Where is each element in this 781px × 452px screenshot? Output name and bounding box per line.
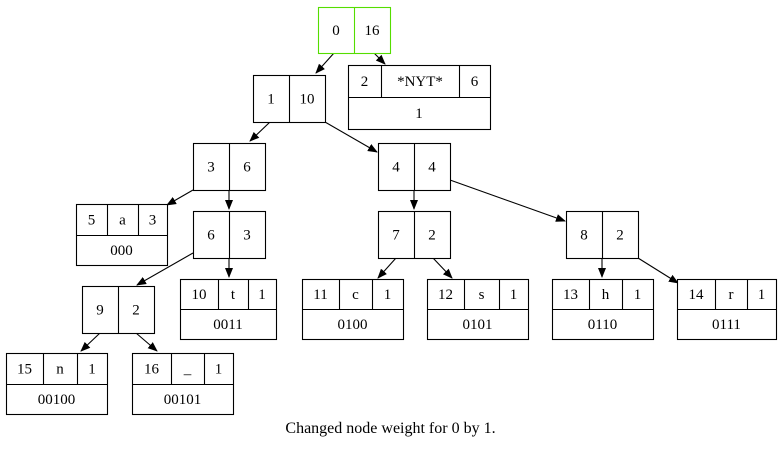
edge-n1-to-n4 xyxy=(324,121,378,153)
leaf-number: 16 xyxy=(144,362,160,378)
leaf-number: 14 xyxy=(689,287,705,303)
node-weight: 4 xyxy=(428,160,436,176)
leaf-number: 15 xyxy=(17,362,32,378)
leaf-weight: 1 xyxy=(634,287,642,303)
leaf-code: 0100 xyxy=(338,317,368,333)
node-number: 0 xyxy=(332,23,340,39)
leaf-node-15: 15 n 1 00100 xyxy=(5,352,109,416)
leaf-node-5: 5 a 3 000 xyxy=(75,203,169,267)
leaf-node-12: 12 s 1 0101 xyxy=(426,278,530,341)
edge-n1-to-n3 xyxy=(249,121,271,142)
leaf-code: 0110 xyxy=(588,317,617,333)
node-number: 1 xyxy=(267,92,275,108)
leaf-symbol: h xyxy=(602,287,610,303)
node-weight: 2 xyxy=(616,228,624,244)
leaf-code: 000 xyxy=(110,243,133,259)
leaf-number: 5 xyxy=(88,213,96,229)
edge-n0-to-n1 xyxy=(315,52,335,74)
leaf-node-10: 10 t 1 0011 xyxy=(179,278,278,341)
node-weight: 10 xyxy=(300,92,315,108)
edge-n8-to-r xyxy=(637,257,679,284)
leaf-number: 11 xyxy=(313,287,327,303)
leaf-weight: 1 xyxy=(510,287,518,303)
leaf-weight: 1 xyxy=(88,362,96,378)
leaf-weight: 1 xyxy=(758,287,766,303)
node-weight: 2 xyxy=(132,303,140,319)
node-number: 8 xyxy=(580,228,588,244)
leaf-node-14: 14 r 1 0111 xyxy=(676,278,778,341)
node-number: 4 xyxy=(392,160,400,176)
leaf-weight: 1 xyxy=(258,287,266,303)
edge-n3-to-a xyxy=(166,189,194,206)
leaf-symbol: c xyxy=(352,287,359,303)
leaf-symbol: n xyxy=(56,362,64,378)
edge-n6-to-n9 xyxy=(136,252,194,286)
internal-node-1: 1 10 xyxy=(252,74,327,124)
leaf-number: 13 xyxy=(563,287,578,303)
leaf-symbol: t xyxy=(231,287,236,303)
leaf-weight: 3 xyxy=(149,213,157,229)
leaf-node-2: 2 *NYT* 6 1 xyxy=(347,64,492,131)
leaf-number: 2 xyxy=(361,74,369,90)
node-number: 6 xyxy=(207,228,215,244)
leaf-node-11: 11 c 1 0100 xyxy=(301,278,405,341)
edge-n7-to-c xyxy=(377,257,397,279)
leaf-symbol: *NYT* xyxy=(397,74,443,90)
node-weight: 16 xyxy=(365,23,381,39)
node-weight: 6 xyxy=(243,160,251,176)
leaf-symbol: s xyxy=(479,287,485,303)
edge-n9-to-u xyxy=(135,332,158,352)
node-weight: 3 xyxy=(243,228,251,244)
internal-node-0: 0 16 xyxy=(317,6,392,55)
node-number: 9 xyxy=(96,303,104,319)
leaf-node-13: 13 h 1 0110 xyxy=(551,278,655,341)
leaf-weight: 1 xyxy=(215,362,223,378)
edge-n0-to-nyt xyxy=(373,52,386,65)
leaf-code: 00101 xyxy=(164,392,202,408)
edge-n4-to-n8 xyxy=(449,179,566,222)
leaf-code: 0101 xyxy=(463,317,493,333)
leaf-symbol: a xyxy=(119,213,126,229)
leaf-node-16: 16 _ 1 00101 xyxy=(131,352,235,416)
node-number: 7 xyxy=(392,228,400,244)
leaf-code: 0111 xyxy=(712,317,741,333)
node-weight: 2 xyxy=(428,228,436,244)
node-number: 3 xyxy=(207,160,215,176)
leaf-symbol: _ xyxy=(183,362,192,378)
leaf-weight: 6 xyxy=(471,74,479,90)
leaf-weight: 1 xyxy=(384,287,392,303)
diagram-caption: Changed node weight for 0 by 1. xyxy=(285,420,496,437)
leaf-symbol: r xyxy=(729,287,734,303)
leaf-number: 10 xyxy=(192,287,207,303)
edge-n7-to-s xyxy=(432,257,453,279)
edge-n9-to-n xyxy=(80,332,101,352)
leaf-code: 0011 xyxy=(213,317,242,333)
leaf-number: 12 xyxy=(438,287,453,303)
leaf-code: 00100 xyxy=(38,392,76,408)
leaf-code: 1 xyxy=(415,106,423,122)
